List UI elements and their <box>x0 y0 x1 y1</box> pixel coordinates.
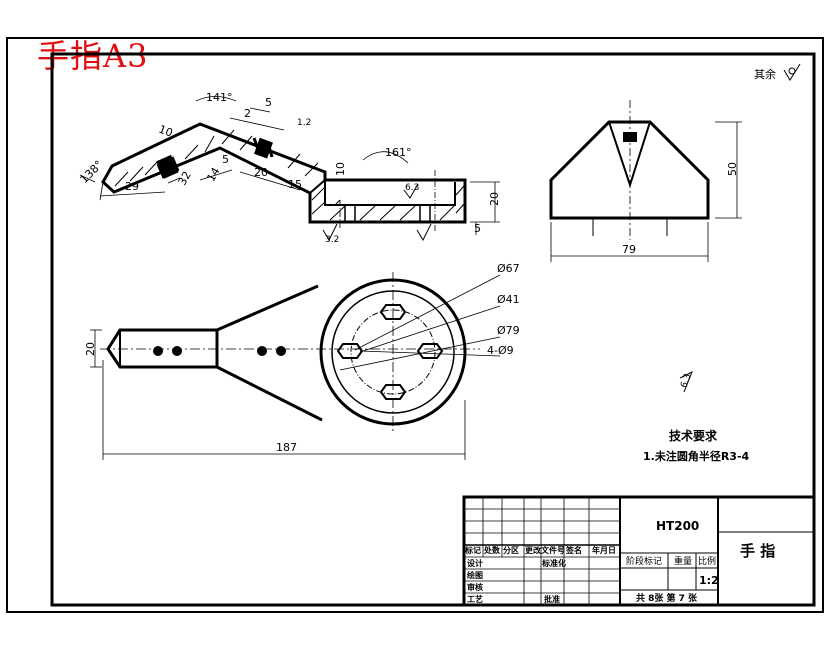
dim-29: 29 <box>125 180 139 193</box>
roughness-symbol-icon <box>679 370 693 393</box>
tb-mid-0: 标准化 <box>541 558 566 568</box>
dim-20: 20 <box>254 166 268 179</box>
dim-w20: 20 <box>84 342 97 356</box>
dim-32-left: 32 <box>176 169 194 188</box>
dim-d67: Ø67 <box>497 262 520 275</box>
dim-d79: Ø79 <box>497 324 520 337</box>
dim-d41: Ø41 <box>497 293 520 306</box>
scale-text: 1:2 <box>699 574 719 587</box>
surface-note: 其余 <box>754 67 776 81</box>
dim-len187: 187 <box>276 441 297 454</box>
dim-5-right: 5 <box>474 222 481 235</box>
dim-138-angle: 138° <box>78 158 106 186</box>
dim-10: 10 <box>157 123 175 140</box>
dim-20-right: 20 <box>488 192 501 206</box>
ratio-label: 比例 <box>698 555 716 567</box>
stage-mark-label: 阶段标记 <box>626 555 662 567</box>
roughness-symbol-icon <box>783 63 801 81</box>
tb-header-2: 分区 <box>503 545 519 555</box>
dim-161-angle: 161° <box>385 146 412 159</box>
tech-heading: 技术要求 <box>669 428 718 443</box>
rough-6-3: 6.3 <box>405 183 419 193</box>
material-text: HT200 <box>656 519 699 533</box>
dim-holes: 4-Ø9 <box>487 344 514 357</box>
tb-header-4: 签名 <box>565 545 582 555</box>
dim-5: 5 <box>265 96 272 109</box>
rough-6-3-right: 6.3 <box>679 372 693 389</box>
tb-left-1: 绘图 <box>467 570 483 580</box>
tb-left-3: 工艺 <box>467 594 483 604</box>
side-view <box>549 100 742 262</box>
drawing-title: 手指A3 <box>37 37 149 75</box>
tb-header-5: 年月日 <box>592 545 616 555</box>
tb-left-2: 审核 <box>467 582 483 592</box>
outer-border <box>6 37 824 613</box>
part-name-text: 手 指 <box>740 542 775 560</box>
dim-side-width: 79 <box>622 243 636 256</box>
tb-left-0: 设计 <box>467 558 483 568</box>
dim-2: 2 <box>244 107 251 120</box>
tb-mid-1: 批准 <box>544 594 560 604</box>
rough-1-2: 1.2 <box>297 118 311 128</box>
tb-header-3: 更改文件号 <box>525 545 565 555</box>
rough-3-2: 3.2 <box>325 235 339 245</box>
dim-15: 15 <box>288 178 302 191</box>
tb-header-0: 标记 <box>464 545 481 555</box>
dim-14: 14 <box>204 165 222 184</box>
sheets-info: 共 8张 第 7 张 <box>636 592 698 604</box>
dim-141-angle: 141° <box>206 91 233 104</box>
dim-10-b: 10 <box>334 162 347 176</box>
dim-5-b: 5 <box>222 153 229 166</box>
front-view <box>79 96 500 242</box>
dim-side-height: 50 <box>726 162 739 176</box>
tech-item-1: 1.未注圆角半径R3-4 <box>643 449 750 463</box>
inner-frame <box>50 52 816 607</box>
top-view <box>90 272 501 460</box>
title-block <box>462 495 816 607</box>
tb-header-1: 处数 <box>483 545 501 555</box>
weight-label: 重量 <box>674 555 692 567</box>
